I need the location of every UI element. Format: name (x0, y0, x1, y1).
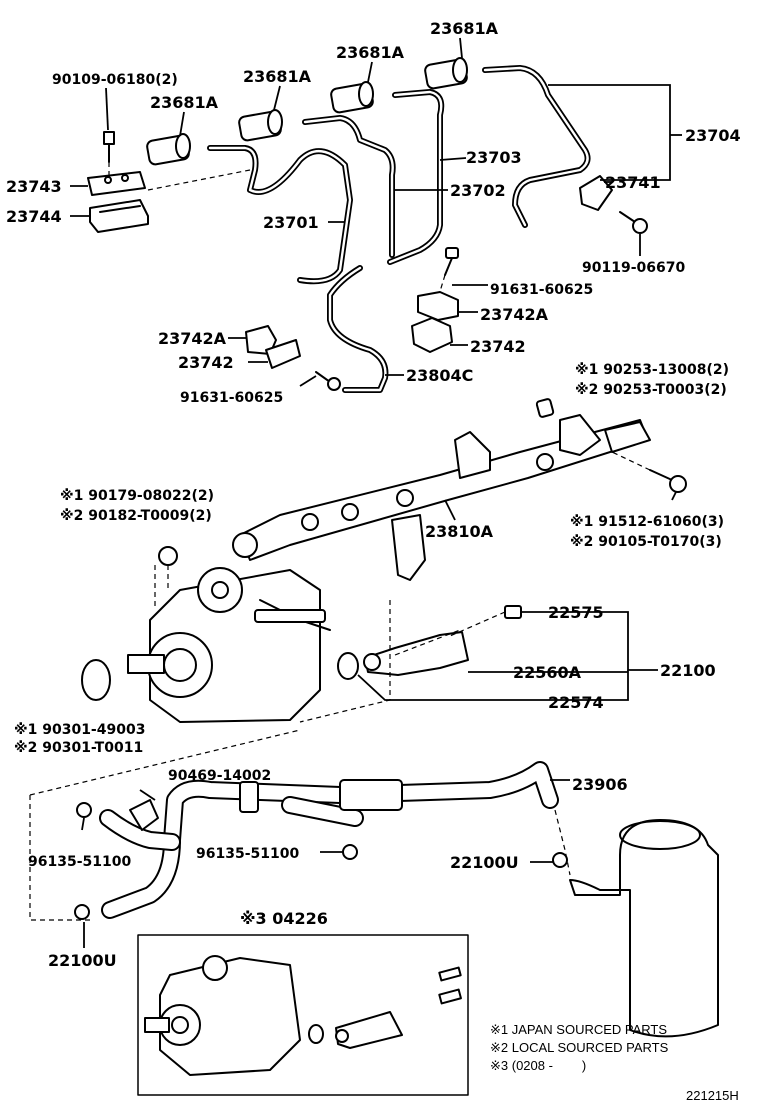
label-23741: 23741 (605, 173, 661, 192)
note-japan-sourced: ※1 JAPAN SOURCED PARTS (490, 1022, 667, 1037)
diagram-code: 221215H (686, 1088, 739, 1103)
bolt-90109 (103, 131, 115, 178)
label-90301-local: ※2 90301-T0011 (14, 740, 143, 756)
clamp-23742a-right (417, 291, 459, 321)
label-23742-left: 23742 (178, 353, 234, 372)
nozzle-sleeve-3 (330, 81, 374, 114)
leader-lines (70, 37, 682, 948)
label-23701: 23701 (263, 213, 319, 232)
label-22100: 22100 (660, 661, 716, 680)
label-90253-jp: ※1 90253-13008(2) (575, 362, 729, 378)
bolt-91631-upper (437, 247, 459, 299)
label-90105: ※2 90105-T0170(3) (570, 534, 722, 550)
label-22560a: 22560A (513, 663, 582, 682)
label-90253-local: ※2 90253-T0003(2) (575, 382, 727, 398)
fuel-hose-assembly (29, 629, 571, 921)
label-23906: 23906 (572, 775, 628, 794)
label-23681a-1: 23681A (150, 93, 219, 112)
clamp-23742-left (265, 339, 301, 369)
screw-22575 (449, 605, 522, 637)
label-91631-upper: 91631-60625 (490, 282, 593, 298)
pipe-clamp-23743 (87, 171, 146, 196)
label-22575: 22575 (548, 603, 604, 622)
label-90469: 90469-14002 (168, 768, 271, 784)
nozzle-sleeve-1 (146, 133, 191, 166)
label-22574: 22574 (548, 693, 604, 712)
label-23681a-4: 23681A (430, 19, 499, 38)
label-96135-right: 96135-51100 (196, 846, 299, 862)
label-23743: 23743 (6, 177, 62, 196)
bolt-91512 (611, 451, 687, 493)
label-23742-right: 23742 (470, 337, 526, 356)
label-90119: 90119-06670 (582, 260, 685, 276)
label-23681a-2: 23681A (243, 67, 312, 86)
nozzle-sleeve-4 (424, 57, 468, 90)
nozzle-sleeve-2 (238, 109, 283, 142)
note-date-range: ※3 (0208 - ) (490, 1058, 586, 1073)
part-labels: 23681A 23681A 23681A 23681A 90109-06180(… (6, 19, 741, 970)
label-23742a-right: 23742A (480, 305, 549, 324)
label-90182: ※2 90182-T0009(2) (60, 508, 212, 524)
supply-pump-assembly (81, 546, 522, 723)
injection-pipe-assembly (87, 57, 648, 393)
label-23742a-left: 23742A (158, 329, 227, 348)
label-23744: 23744 (6, 207, 62, 226)
label-90301-jp: ※1 90301-49003 (14, 722, 145, 738)
fuel-filter (569, 819, 719, 1038)
label-23804c: 23804C (406, 366, 473, 385)
label-22100u-right: 22100U (450, 853, 519, 872)
label-23704: 23704 (685, 126, 741, 145)
label-04226: ※3 04226 (240, 909, 328, 928)
bolt-91631-lower (315, 371, 341, 391)
label-90179: ※1 90179-08022(2) (60, 488, 214, 504)
label-96135-left: 96135-51100 (28, 854, 131, 870)
label-23703: 23703 (466, 148, 522, 167)
note-local-sourced: ※2 LOCAL SOURCED PARTS (490, 1040, 669, 1055)
label-22100u-left: 22100U (48, 951, 117, 970)
bolt-90119 (619, 211, 648, 234)
suction-control-valve (363, 631, 469, 676)
label-91512: ※1 91512-61060(3) (570, 514, 724, 530)
label-23702: 23702 (450, 181, 506, 200)
label-90109: 90109-06180(2) (52, 72, 178, 88)
label-23681a-3: 23681A (336, 43, 405, 62)
legend-notes: ※1 JAPAN SOURCED PARTS ※2 LOCAL SOURCED … (490, 1022, 739, 1103)
pump-assembly-box (137, 934, 469, 1096)
pipe-clamp-23741 (579, 175, 613, 211)
label-23810a: 23810A (425, 522, 494, 541)
clamp-23742-right (411, 317, 453, 353)
pipe-clamp-23744 (89, 199, 149, 233)
label-91631-lower: 91631-60625 (180, 390, 283, 406)
hose-clip-90469 (129, 799, 159, 831)
common-rail-assembly (232, 398, 687, 581)
